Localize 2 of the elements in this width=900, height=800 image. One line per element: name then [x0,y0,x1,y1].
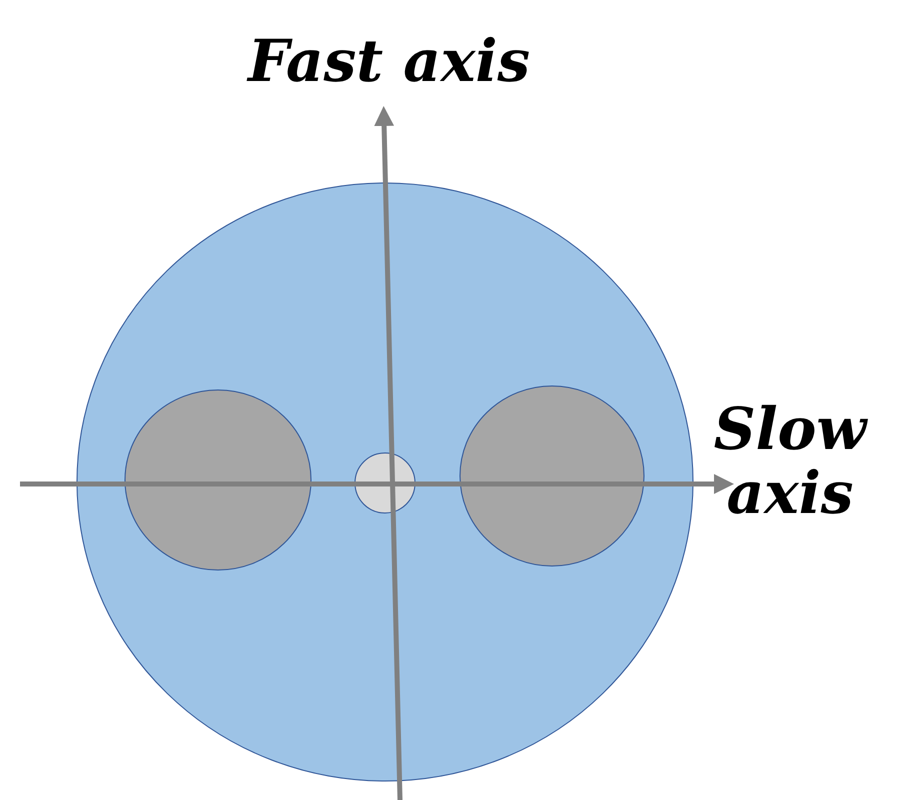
axis-label: Fast axis [248,30,530,94]
axis-label: Slow axis [712,398,869,526]
